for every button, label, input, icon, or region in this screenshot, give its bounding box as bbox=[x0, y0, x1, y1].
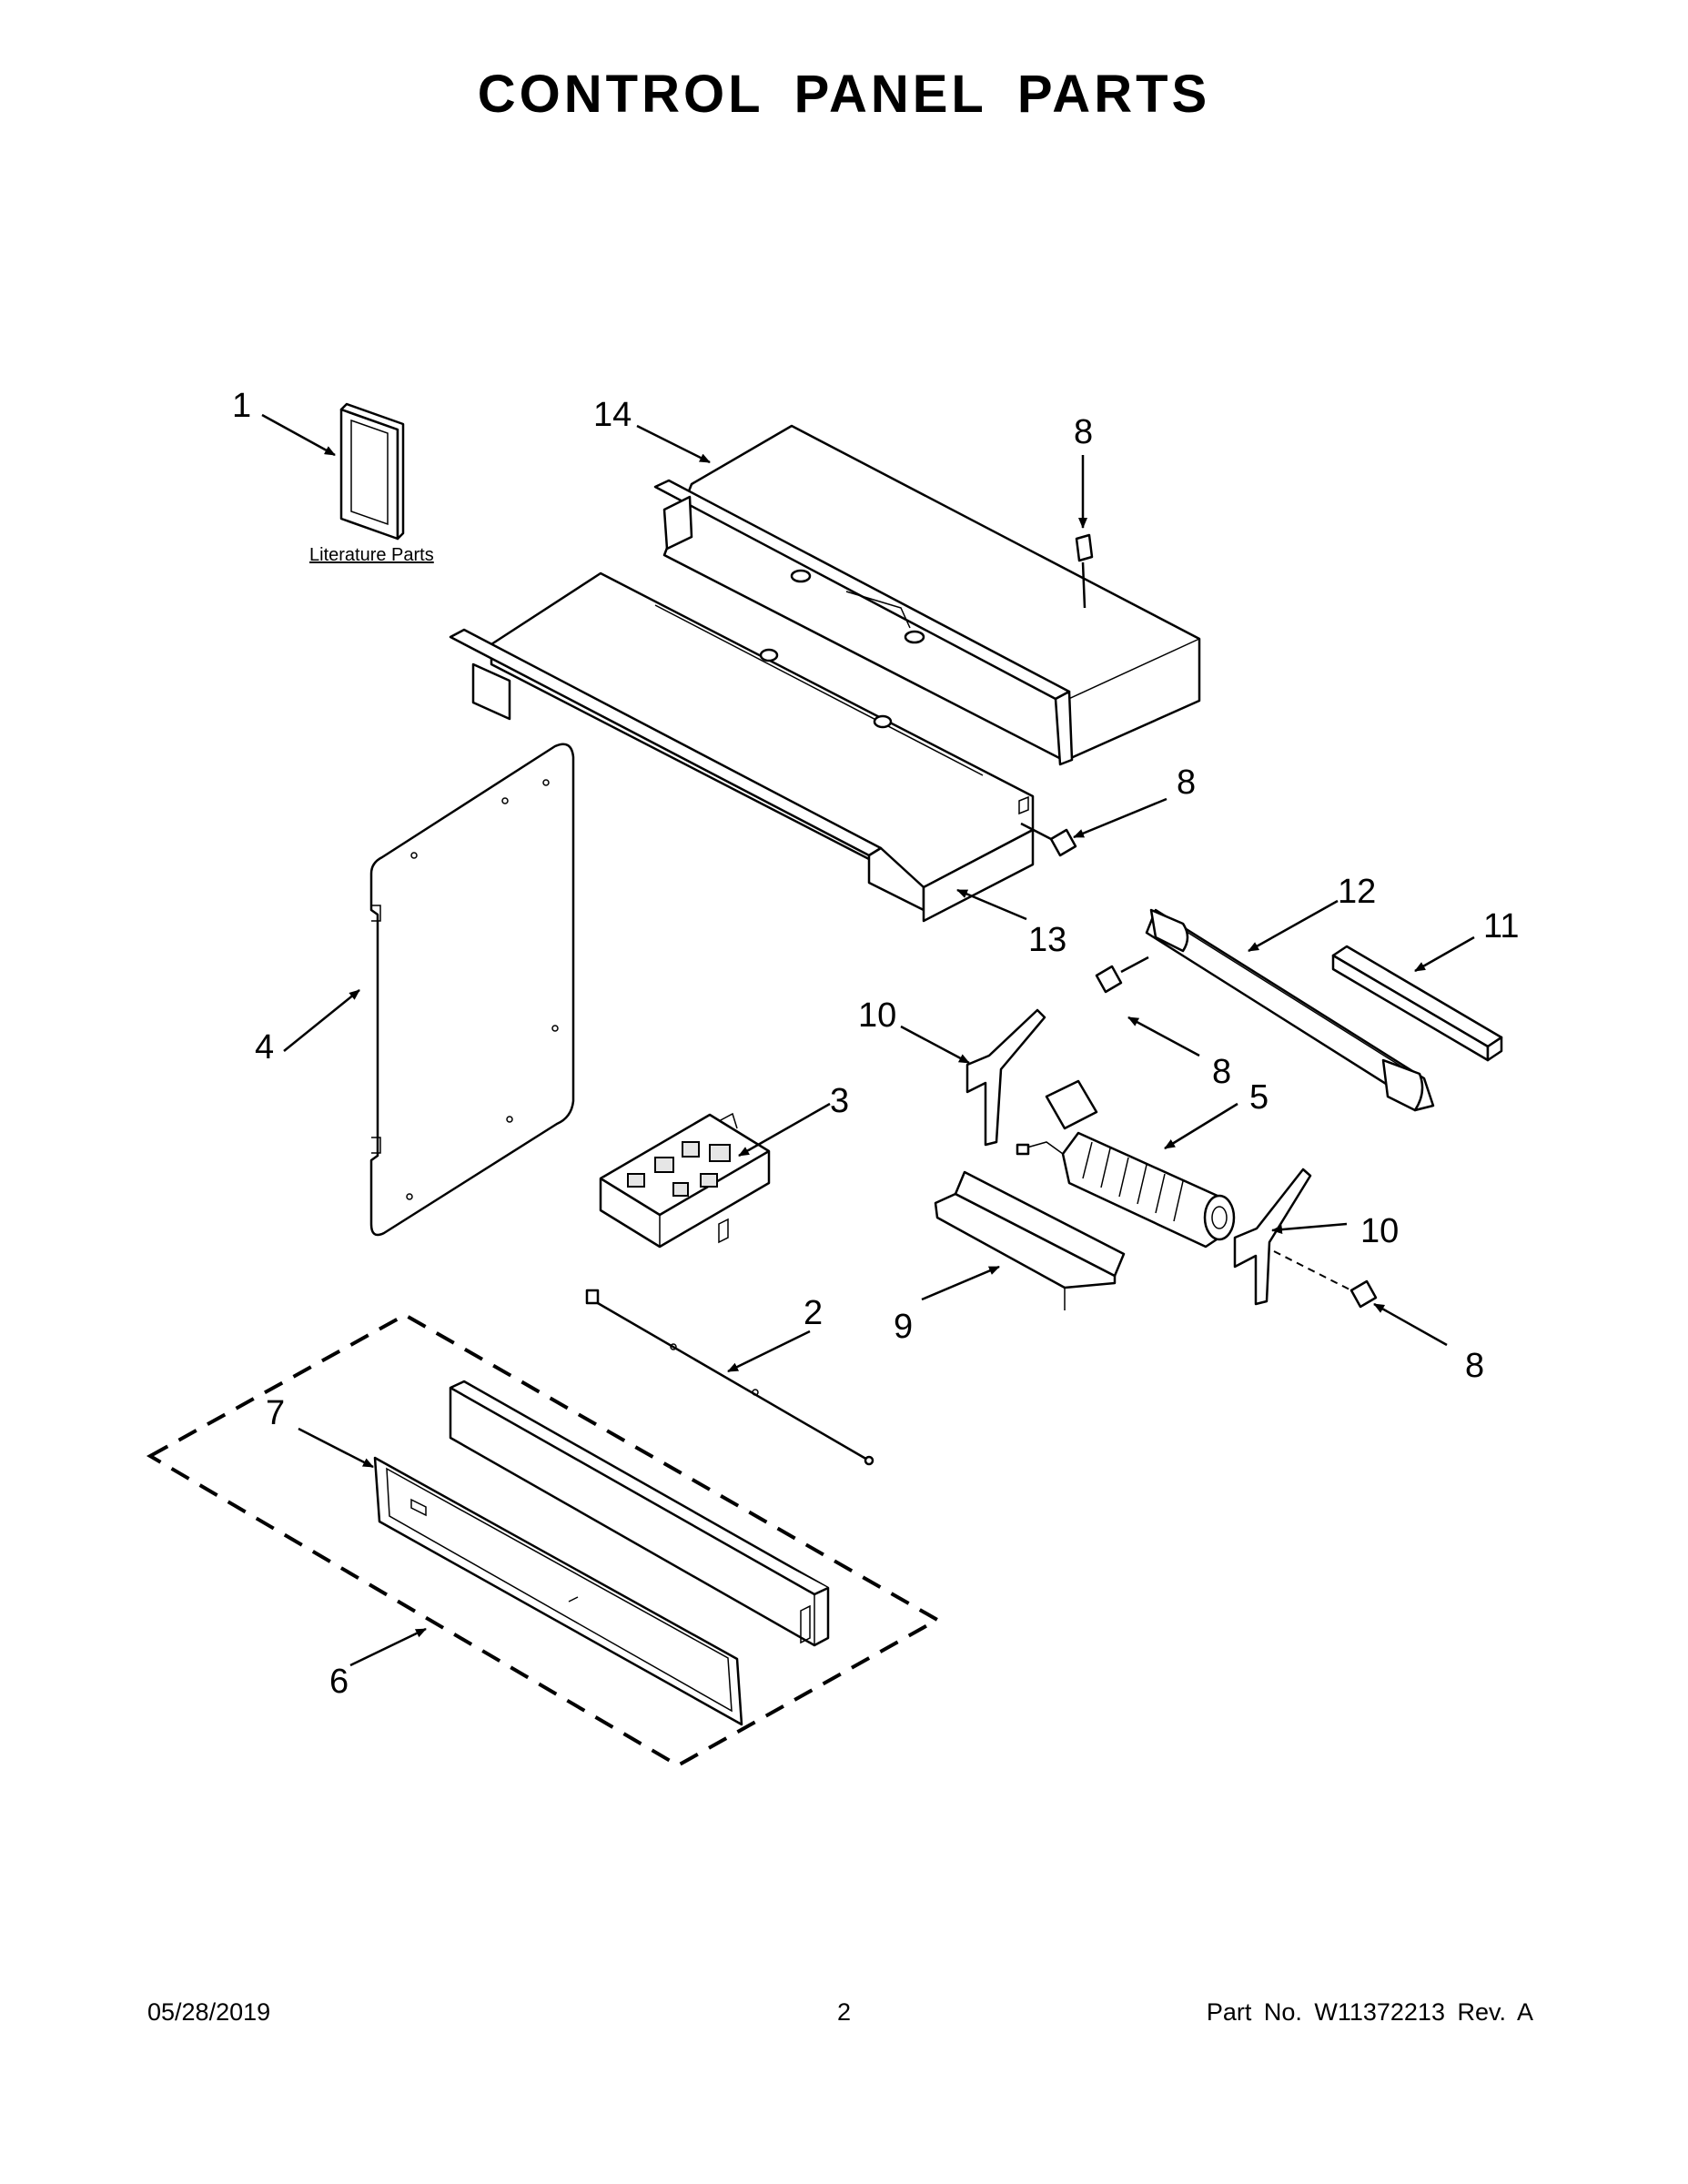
callout-9: 9 bbox=[894, 1308, 913, 1346]
page-title: CONTROL PANEL PARTS bbox=[477, 65, 1211, 124]
callout-2: 2 bbox=[804, 1294, 823, 1332]
control-board bbox=[599, 1112, 771, 1249]
control-panel-assembly bbox=[449, 1380, 830, 1647]
callout-3: 3 bbox=[830, 1082, 849, 1120]
glass-trim-frame bbox=[373, 1456, 743, 1726]
callout-8-rail: 8 bbox=[1212, 1053, 1231, 1091]
mounting-rail bbox=[1145, 908, 1435, 1112]
screw-rail bbox=[1095, 956, 1149, 994]
callout-14: 14 bbox=[593, 396, 632, 434]
literature-parts-label: Literature Parts bbox=[309, 545, 434, 565]
air-duct-shield bbox=[934, 1170, 1126, 1310]
screw-top bbox=[1075, 533, 1094, 609]
callout-5: 5 bbox=[1249, 1078, 1269, 1117]
screw-housing bbox=[1020, 822, 1077, 857]
foam-strip bbox=[1331, 945, 1503, 1062]
callout-1: 1 bbox=[232, 387, 251, 425]
fan-bracket-left bbox=[965, 1008, 1046, 1147]
fan-motor bbox=[1016, 1079, 1236, 1249]
callout-11: 11 bbox=[1483, 907, 1519, 945]
callout-6: 6 bbox=[329, 1663, 349, 1701]
callout-13: 13 bbox=[1028, 921, 1066, 959]
fan-bracket-right bbox=[1233, 1168, 1312, 1306]
control-panel-assembly-boundary bbox=[146, 1312, 942, 1768]
footer-part-number: Part No. W11372213 Rev. A bbox=[1206, 1998, 1533, 2026]
screw-bracket bbox=[1273, 1250, 1378, 1309]
back-panel bbox=[369, 743, 575, 1237]
callout-8-housing: 8 bbox=[1177, 763, 1196, 802]
callout-8-bracket: 8 bbox=[1465, 1347, 1484, 1385]
callout-4: 4 bbox=[255, 1028, 274, 1067]
callout-10-left: 10 bbox=[858, 996, 896, 1035]
callout-8-top: 8 bbox=[1074, 413, 1093, 451]
footer-date: 05/28/2019 bbox=[147, 1998, 271, 2026]
callout-12: 12 bbox=[1338, 873, 1376, 911]
wire-harness bbox=[585, 1289, 874, 1466]
footer-page-number: 2 bbox=[836, 1998, 852, 2026]
literature-booklet bbox=[339, 402, 405, 541]
callout-10-right: 10 bbox=[1360, 1212, 1399, 1250]
top-cover bbox=[653, 424, 1201, 766]
callout-7: 7 bbox=[266, 1394, 285, 1432]
